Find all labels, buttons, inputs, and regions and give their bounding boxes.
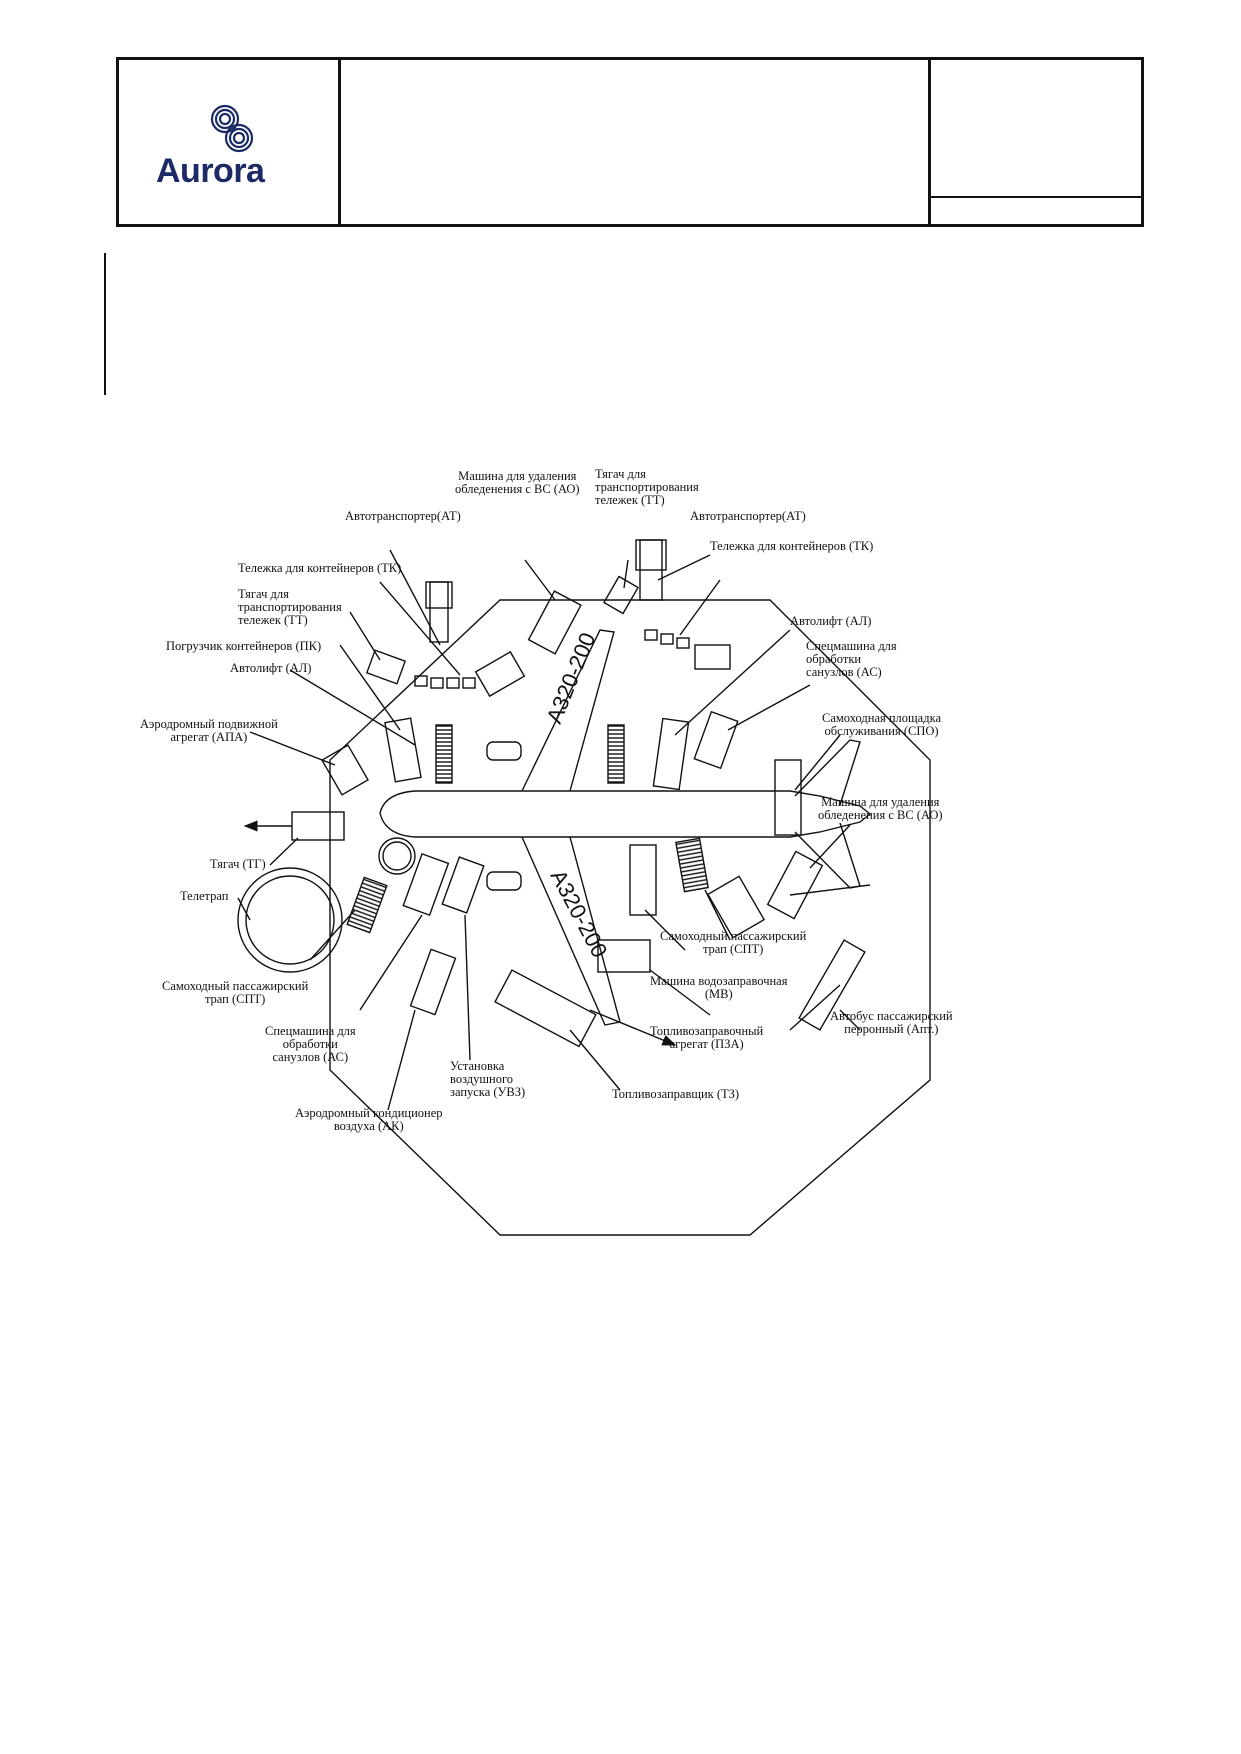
- aircraft-wing-upper: [521, 629, 615, 792]
- stairs-spt-right: [675, 837, 709, 893]
- vehicle-at-left: [429, 581, 449, 643]
- label-at-left: Автотранспортер(АТ): [345, 509, 461, 523]
- vehicle-uvz: [441, 856, 485, 914]
- logo-cell: Aurora: [119, 60, 341, 224]
- label-tt-left: Тягач для транспортирования тележек (ТТ): [238, 587, 342, 627]
- teletrap-head: [378, 837, 416, 875]
- document-header: Aurora: [116, 57, 1144, 227]
- vehicle-pk-left: [384, 717, 422, 783]
- label-at-right: Автотранспортер(АТ): [690, 509, 806, 523]
- leader-tk-right: [679, 579, 721, 636]
- label-spo: Самоходная площадка обслуживания (СПО): [822, 711, 942, 738]
- leader-apa: [249, 731, 336, 766]
- leader-ak: [387, 1009, 416, 1111]
- vehicle-al-right: [652, 717, 690, 791]
- leader-tt-top: [623, 559, 629, 589]
- label-tk-right: Тележка для контейнеров (ТК): [710, 539, 874, 553]
- label-tg: Тягач (ТГ): [210, 857, 266, 871]
- label-spt-left: Самоходный пассажирский трап (СПТ): [162, 979, 309, 1006]
- vehicle-bus: [798, 939, 866, 1031]
- vehicle-as-right: [693, 710, 739, 770]
- leader-bus: [839, 1009, 861, 1031]
- vehicle-tt-right-hand: [694, 644, 731, 670]
- label-pza: Топливозаправочный агрегат (ПЗА): [650, 1024, 764, 1051]
- leader-teletrap: [237, 897, 251, 921]
- leader-ao-top: [524, 559, 556, 601]
- leader-as-right: [727, 684, 811, 731]
- vehicle-tt-top: [603, 575, 639, 615]
- label-mv: Машина водозаправочная (МВ): [650, 974, 788, 1001]
- leader-pk: [339, 644, 401, 731]
- label-ao-right: Машина для удаления обледенения с ВС (АО…: [818, 795, 943, 822]
- cart-chain-right: [644, 629, 690, 649]
- label-pk: Погрузчик контейнеров (ПК): [166, 639, 322, 653]
- leader-spo: [794, 734, 841, 791]
- leader-at-left: [389, 549, 441, 646]
- label-ak: Аэродромный кондиционер воздуха (АК): [295, 1106, 443, 1133]
- info-divider: [931, 196, 1141, 198]
- cart-chain-left: [414, 675, 476, 689]
- diagram-drawing: A320-200 A320-200: [237, 539, 931, 1236]
- label-spt-right: Самоходный пассажирский трап (СПТ): [660, 929, 807, 956]
- vehicle-tz: [494, 969, 597, 1048]
- label-as-left: Спецмашина для обработки санузлов (АС): [265, 1024, 356, 1064]
- leader-al-left: [289, 669, 416, 746]
- leader-spt-right: [704, 889, 731, 941]
- label-tz: Топливозаправщик (ТЗ): [612, 1087, 740, 1101]
- vehicle-as-left: [402, 852, 450, 916]
- leader-spt-left: [309, 909, 356, 961]
- aircraft-wing-lower: [521, 836, 621, 1026]
- leader-ao-right-tail: [789, 884, 871, 896]
- vehicle-spo: [774, 759, 802, 836]
- leader-ao-right: [809, 824, 851, 869]
- arrow-bus-path: [789, 984, 841, 1031]
- vehicle-tk-left: [474, 650, 526, 698]
- vehicle-mv: [629, 844, 657, 916]
- label-as-right: Спецмашина для обработки санузлов (АС): [806, 639, 897, 679]
- label-tk-left: Тележка для контейнеров (ТК): [238, 561, 402, 575]
- leader-uvz: [464, 914, 471, 1061]
- leader-al-right: [674, 629, 791, 736]
- label-uvz: Установка воздушного запуска (УВЗ): [450, 1059, 526, 1099]
- title-cell: [341, 60, 931, 224]
- label-apa: Аэродромный подвижной агрегат (АПА): [140, 717, 278, 744]
- engine-lower: [486, 871, 522, 891]
- aurora-rings-icon: [210, 104, 254, 153]
- vehicle-tg: [291, 811, 345, 841]
- engine-upper: [486, 741, 522, 761]
- label-tt-top: Тягач для транспортирования тележек (ТТ): [595, 467, 699, 507]
- logo-text: Aurora: [156, 152, 265, 190]
- leader-tz: [569, 1029, 621, 1091]
- arrow-tz-out: [589, 1009, 677, 1046]
- leader-tt-left: [349, 611, 381, 661]
- info-cell: [931, 60, 1141, 224]
- apron-boundary: [329, 599, 931, 1236]
- leader-as-left: [359, 914, 423, 1011]
- label-teletrap: Телетрап: [180, 889, 229, 903]
- loader-right: [607, 724, 625, 784]
- stairs-spt-left: [346, 876, 388, 934]
- vehicle-ak: [409, 948, 457, 1016]
- vehicle-ao-right: [766, 850, 824, 920]
- teletrap-rotunda: [237, 867, 343, 973]
- label-al-left: Автолифт (АЛ): [230, 661, 312, 675]
- aircraft-servicing-diagram: A320-200 A320-200 Автотранспортер(АТ) Ма…: [140, 468, 1090, 1260]
- label-ao-top: Машина для удаления обледенения с ВС (АО…: [455, 469, 580, 496]
- vehicle-ao-top: [527, 590, 582, 655]
- vehicle-apa: [321, 744, 369, 796]
- leader-mv: [644, 909, 686, 951]
- aircraft-fuselage: [379, 790, 872, 838]
- leader-at-right: [657, 554, 711, 581]
- label-bus: Автобус пассажирский перронный (Апт.): [830, 1009, 953, 1036]
- vehicle-pza: [597, 939, 651, 973]
- vehicle-spt-right: [706, 875, 766, 939]
- leader-tg: [269, 837, 299, 866]
- margin-line: [104, 253, 106, 395]
- loader-left: [435, 724, 453, 784]
- aircraft-tail-upper: [794, 739, 861, 806]
- leader-pza: [649, 969, 711, 1016]
- label-al-right: Автолифт (АЛ): [790, 614, 872, 628]
- leader-tk-left: [379, 581, 461, 676]
- vehicle-cart-train-left: [365, 649, 407, 685]
